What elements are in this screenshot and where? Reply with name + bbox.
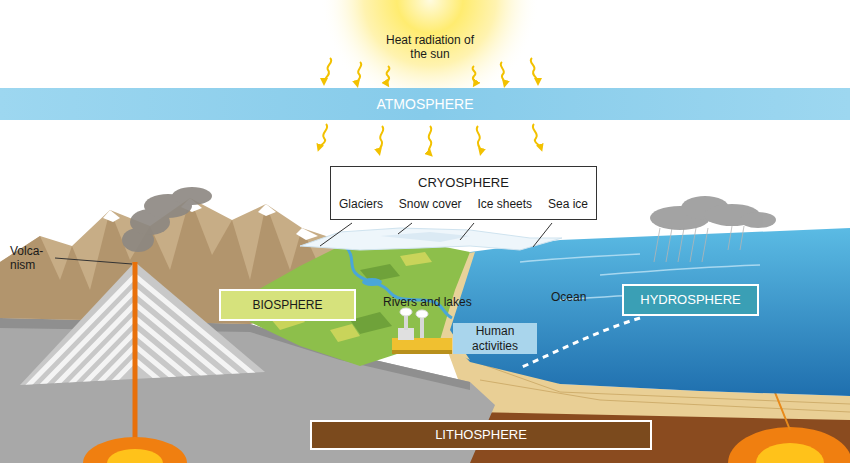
atmosphere-band: ATMOSPHERE [0,88,850,120]
node-label: Human activities [453,324,537,353]
rivers-label: Rivers and lakes [383,295,472,309]
ocean-label: Ocean [551,290,586,304]
node-label: ATMOSPHERE [377,96,474,113]
sub-label: Ice sheets [477,197,532,211]
sub-label-row: Glaciers Snow cover Ice sheets Sea ice [331,197,596,211]
cryosphere-box: CRYOSPHERE Glaciers Snow cover Ice sheets Se… [330,166,597,220]
sub-label: Sea ice [548,197,588,211]
node-label: BIOSPHERE [252,298,322,312]
node-label: LITHOSPHERE [435,427,527,443]
node-label: CRYOSPHERE [418,175,509,191]
volcanism-label: Volca- nism [10,244,54,273]
hydrosphere-box: HYDROSPHERE [622,284,759,316]
lithosphere-box: LITHOSPHERE [310,420,652,450]
sun-caption: Heat radiation of the sun [380,33,480,62]
biosphere-box: BIOSPHERE [219,289,356,321]
human-activities-box: Human activities [453,323,537,354]
sub-label: Glaciers [339,197,383,211]
sub-label: Snow cover [399,197,462,211]
node-label: HYDROSPHERE [640,292,740,308]
